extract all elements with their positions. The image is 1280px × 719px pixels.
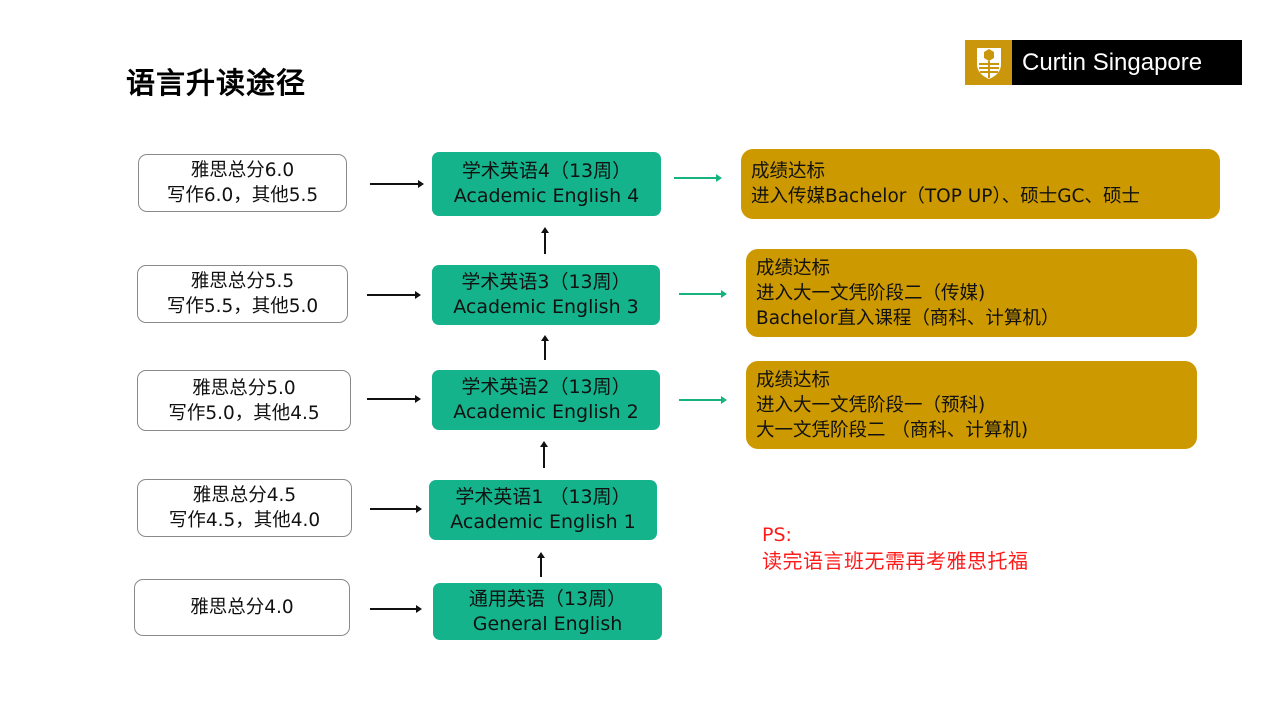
arrow-up-icon (540, 441, 548, 468)
course-name-cn: 学术英语4（13周） (461, 160, 632, 182)
requirement-line: 雅思总分5.0 (192, 377, 296, 399)
page-title: 语言升读途径 (126, 66, 307, 100)
course-name-cn: 通用英语（13周） (468, 587, 627, 610)
arrow-right-icon (367, 395, 421, 403)
arrow-right-green-icon (674, 174, 722, 182)
requirement-box: 雅思总分5.5 写作5.5，其他5.0 (137, 265, 348, 323)
course-box: 学术英语4（13周） Academic English 4 (432, 152, 661, 216)
course-name-en: Academic English 2 (453, 401, 639, 423)
course-name-en: General English (472, 612, 623, 635)
outcome-line: 成绩达标 (751, 161, 826, 182)
outcome-line: 成绩达标 (756, 257, 831, 279)
requirement-box: 雅思总分5.0 写作5.0，其他4.5 (137, 370, 351, 431)
course-name-cn: 学术英语2（13周） (461, 376, 631, 398)
course-name-en: Academic English 1 (450, 511, 636, 533)
outcome-line: 进入大一文凭阶段一（预科) (756, 394, 986, 416)
course-name-cn: 学术英语1 （13周） (455, 486, 631, 508)
requirement-line: 写作5.0，其他4.5 (168, 402, 320, 424)
requirement-line: 写作4.5，其他4.0 (168, 510, 321, 531)
requirement-box: 雅思总分4.0 (134, 579, 350, 636)
course-box: 学术英语2（13周） Academic English 2 (432, 370, 660, 430)
outcome-line: 进入大一文凭阶段二（传媒) (756, 282, 986, 304)
requirement-line: 雅思总分5.5 (190, 271, 295, 292)
curtin-logo: Curtin Singapore (965, 40, 1242, 85)
arrow-up-icon (537, 552, 545, 577)
arrow-up-icon (541, 335, 549, 360)
requirement-line: 写作6.0，其他5.5 (166, 185, 319, 206)
requirement-line: 雅思总分4.0 (190, 597, 294, 618)
arrow-right-icon (370, 505, 422, 513)
ps-label: PS: (762, 524, 792, 546)
outcome-box: 成绩达标 进入传媒Bachelor（TOP UP）、硕士GC、硕士 (741, 149, 1220, 219)
course-name-en: Academic English 3 (453, 296, 639, 318)
arrow-right-green-icon (679, 290, 727, 298)
requirement-line: 写作5.5，其他5.0 (166, 296, 319, 317)
outcome-box: 成绩达标 进入大一文凭阶段二（传媒) Bachelor直入课程（商科、计算机） (746, 249, 1197, 337)
brand-name: Curtin Singapore (1022, 48, 1203, 76)
arrow-right-icon (367, 291, 421, 299)
outcome-line: 进入传媒Bachelor（TOP UP）、硕士GC、硕士 (751, 186, 1140, 207)
requirement-box: 雅思总分4.5 写作4.5，其他4.0 (137, 479, 352, 537)
curtin-crest-icon (965, 40, 1012, 85)
arrow-right-green-icon (679, 396, 727, 404)
ps-text: 读完语言班无需再考雅思托福 (762, 549, 1029, 573)
outcome-line: 大一文凭阶段二 （商科、计算机) (756, 419, 1029, 441)
requirement-box: 雅思总分6.0 写作6.0，其他5.5 (138, 154, 347, 212)
arrow-right-icon (370, 605, 422, 613)
course-name-en: Academic English 4 (453, 185, 640, 207)
course-box: 通用英语（13周） General English (433, 583, 662, 640)
course-box: 学术英语1 （13周） Academic English 1 (429, 480, 657, 540)
outcome-box: 成绩达标 进入大一文凭阶段一（预科) 大一文凭阶段二 （商科、计算机) (746, 361, 1197, 449)
arrow-right-icon (370, 180, 424, 188)
ps-note: PS: 读完语言班无需再考雅思托福 (762, 522, 1029, 574)
outcome-line: 成绩达标 (756, 369, 831, 391)
course-name-cn: 学术英语3（13周） (461, 271, 631, 293)
course-box: 学术英语3（13周） Academic English 3 (432, 265, 660, 325)
requirement-line: 雅思总分4.5 (192, 485, 297, 506)
requirement-line: 雅思总分6.0 (190, 160, 295, 181)
outcome-line: Bachelor直入课程（商科、计算机） (756, 307, 1060, 329)
arrow-up-icon (541, 227, 549, 254)
